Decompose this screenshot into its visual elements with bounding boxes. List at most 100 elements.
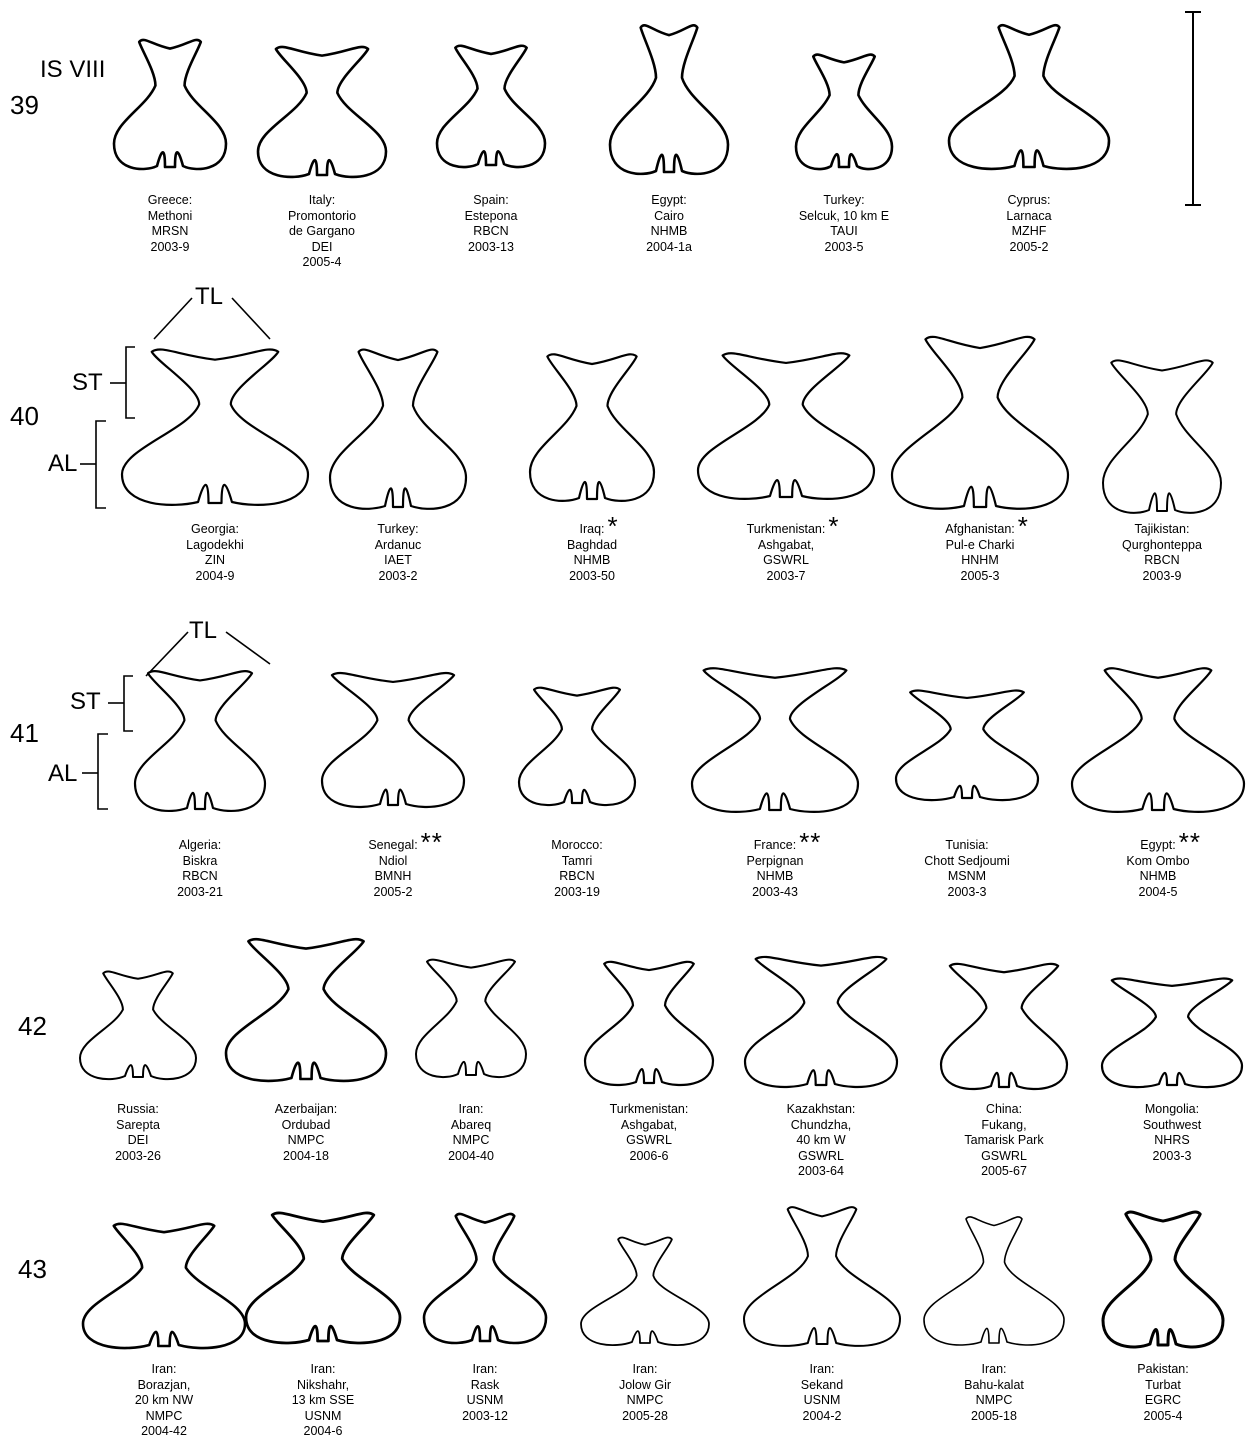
specimen-outline-40-3 xyxy=(530,354,654,501)
caption-line: 2005-2 xyxy=(368,885,417,901)
scale-bar xyxy=(1185,12,1201,205)
caption-line: Tajikistan: xyxy=(1122,522,1202,538)
caption-line: 2003-9 xyxy=(148,240,192,256)
caption-line: 2003-43 xyxy=(747,885,804,901)
caption-line: Spain: xyxy=(465,193,518,209)
caption-line: Chott Sedjoumi xyxy=(924,854,1009,870)
specimen-outline-39-3 xyxy=(437,46,545,167)
caption-line: NMPC xyxy=(135,1409,193,1425)
specimen-caption-39-1: Greece:MethoniMRSN2003-9 xyxy=(148,193,192,255)
caption-line: USNM xyxy=(462,1393,508,1409)
caption-line: RBCN xyxy=(465,224,518,240)
caption-line: Egypt:** xyxy=(1126,838,1189,854)
caption-line: 2004-5 xyxy=(1126,885,1189,901)
asterisk-mark: ** xyxy=(799,829,821,855)
caption-line: Greece: xyxy=(148,193,192,209)
caption-line: Sekand xyxy=(801,1378,843,1394)
specimen-outline-39-1 xyxy=(114,40,226,169)
caption-line: Fukang, xyxy=(964,1118,1043,1134)
caption-line: 2003-5 xyxy=(799,240,889,256)
caption-line: Georgia: xyxy=(186,522,244,538)
caption-line: Promontorio xyxy=(288,209,356,225)
specimen-outline-42-3 xyxy=(416,960,526,1077)
asterisk-mark: * xyxy=(1018,513,1029,539)
caption-line: Ashgabat, xyxy=(610,1118,689,1134)
caption-line: 2003-3 xyxy=(924,885,1009,901)
specimen-caption-43-3: Iran:RaskUSNM2003-12 xyxy=(462,1362,508,1424)
specimen-outline-40-4 xyxy=(698,353,874,499)
caption-line: Morocco: xyxy=(551,838,602,854)
specimen-caption-42-5: Kazakhstan:Chundzha,40 km WGSWRL2003-64 xyxy=(787,1102,856,1180)
caption-line: Ashgabat, xyxy=(747,538,826,554)
caption-line: Nikshahr, xyxy=(292,1378,355,1394)
specimen-caption-41-4: France:**PerpignanNHMB2003-43 xyxy=(747,838,804,900)
caption-line: Iran: xyxy=(135,1362,193,1378)
specimen-outline-43-6 xyxy=(924,1217,1064,1345)
caption-line: Abareq xyxy=(448,1118,494,1134)
specimen-outline-42-7 xyxy=(1102,978,1242,1087)
caption-line: 2004-9 xyxy=(186,569,244,585)
caption-line: Turbat xyxy=(1137,1378,1188,1394)
caption-line: GSWRL xyxy=(787,1149,856,1165)
caption-line: 2003-2 xyxy=(375,569,422,585)
caption-line: DEI xyxy=(288,240,356,256)
specimen-caption-40-2: Turkey:ArdanucIAET2003-2 xyxy=(375,522,422,584)
caption-line: Lagodekhi xyxy=(186,538,244,554)
caption-line: Tamri xyxy=(551,854,602,870)
caption-line: NHMB xyxy=(747,869,804,885)
caption-line: 2004-6 xyxy=(292,1424,355,1440)
caption-line: Baghdad xyxy=(567,538,617,554)
caption-line: Rask xyxy=(462,1378,508,1394)
caption-line: IAET xyxy=(375,553,422,569)
caption-line: USNM xyxy=(292,1409,355,1425)
caption-line: Southwest xyxy=(1143,1118,1201,1134)
caption-line: 2005-18 xyxy=(964,1409,1024,1425)
caption-line: NMPC xyxy=(275,1133,338,1149)
caption-line: Larnaca xyxy=(1006,209,1051,225)
caption-line: Kom Ombo xyxy=(1126,854,1189,870)
caption-line: Cairo xyxy=(646,209,692,225)
specimen-caption-39-5: Turkey:Selcuk, 10 km ETAUI2003-5 xyxy=(799,193,889,255)
caption-line: NMPC xyxy=(964,1393,1024,1409)
caption-line: 2003-7 xyxy=(747,569,826,585)
caption-line: Kazakhstan: xyxy=(787,1102,856,1118)
caption-line: NMPC xyxy=(619,1393,671,1409)
caption-line: Russia: xyxy=(115,1102,161,1118)
caption-line: 2005-4 xyxy=(1137,1409,1188,1425)
caption-line: Iran: xyxy=(964,1362,1024,1378)
specimen-outline-42-1 xyxy=(80,971,196,1079)
specimen-outline-41-2 xyxy=(322,673,464,807)
specimen-outline-43-2 xyxy=(246,1213,400,1343)
caption-line: HNHM xyxy=(945,553,1015,569)
specimen-outline-41-3 xyxy=(519,688,635,805)
caption-line: RBCN xyxy=(1122,553,1202,569)
caption-line: Iraq:* xyxy=(567,522,617,538)
caption-line: 2004-18 xyxy=(275,1149,338,1165)
caption-line: Qurghonteppa xyxy=(1122,538,1202,554)
specimen-outline-42-5 xyxy=(745,957,897,1087)
caption-line: Senegal:** xyxy=(368,838,417,854)
specimen-outline-39-5 xyxy=(796,55,892,169)
caption-line: Jolow Gir xyxy=(619,1378,671,1394)
specimen-outline-40-6 xyxy=(1103,360,1221,512)
caption-line: Ordubad xyxy=(275,1118,338,1134)
caption-line: 2003-26 xyxy=(115,1149,161,1165)
specimen-caption-41-1: Algeria:BiskraRBCN2003-21 xyxy=(177,838,223,900)
caption-line: Chundzha, xyxy=(787,1118,856,1134)
asterisk-mark: * xyxy=(608,513,619,539)
caption-line: 2003-12 xyxy=(462,1409,508,1425)
caption-line: Iran: xyxy=(462,1362,508,1378)
caption-line: 2004-2 xyxy=(801,1409,843,1425)
annotation-lines-row41 xyxy=(82,632,270,809)
caption-line: TAUI xyxy=(799,224,889,240)
